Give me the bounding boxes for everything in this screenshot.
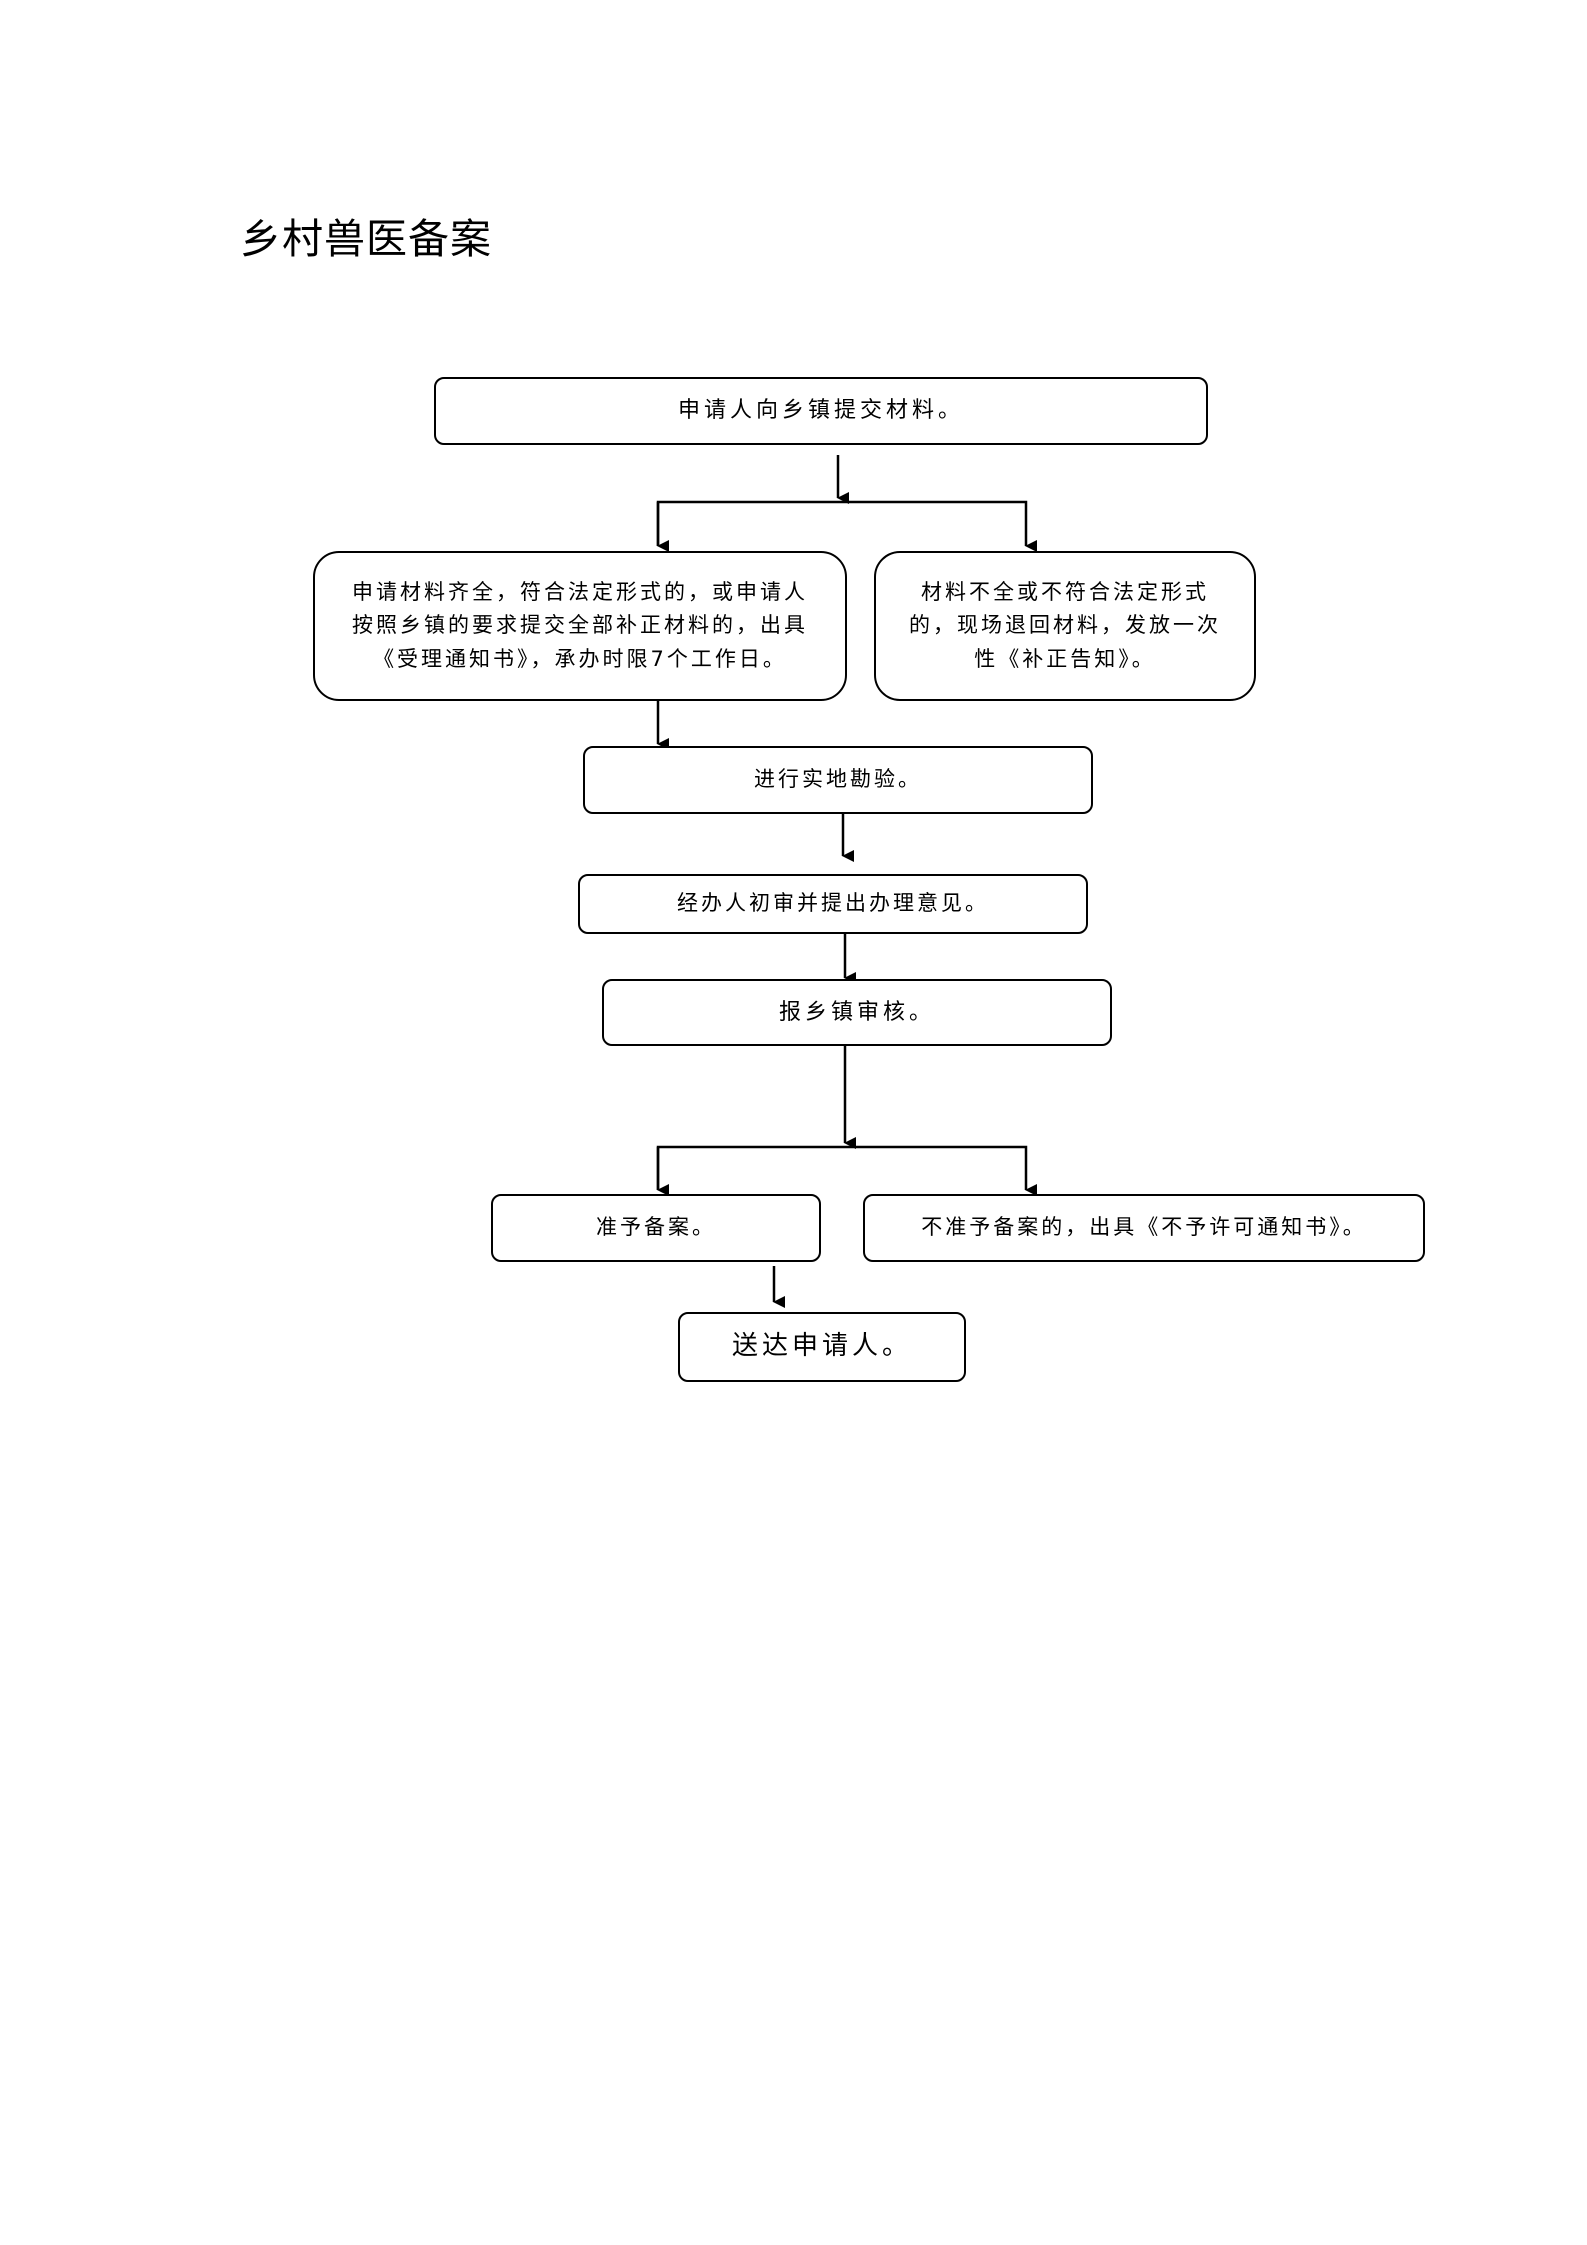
step-deny-text: 不准予备案的，出具《不予许可通知书》。 <box>921 1215 1367 1240</box>
step-accept-text: 申请材料齐全，符合法定形式的，或申请人按照乡镇的要求提交全部补正材料的，出具《受… <box>352 579 808 671</box>
step-inspect-text: 进行实地勘验。 <box>754 767 922 792</box>
step-reject-text: 材料不全或不符合法定形式的，现场退回材料，发放一次性《补正告知》。 <box>909 579 1221 671</box>
step-accept-box: 申请材料齐全，符合法定形式的，或申请人按照乡镇的要求提交全部补正材料的，出具《受… <box>313 551 847 701</box>
page-title: 乡村兽医备案 <box>240 215 492 263</box>
step-initial-review-box: 经办人初审并提出办理意见。 <box>578 874 1088 934</box>
step-deny-box: 不准予备案的，出具《不予许可通知书》。 <box>863 1194 1425 1262</box>
branch-connector-2 <box>656 1145 1037 1196</box>
branch-connector-1 <box>656 500 1037 552</box>
step-deliver-text: 送达申请人。 <box>731 1331 912 1362</box>
step-town-review-text: 报乡镇审核。 <box>778 999 935 1025</box>
step-inspect-box: 进行实地勘验。 <box>583 746 1093 814</box>
step-initial-review-text: 经办人初审并提出办理意见。 <box>677 891 989 916</box>
step-deliver-box: 送达申请人。 <box>678 1312 966 1382</box>
step-submit-text: 申请人向乡镇提交材料。 <box>677 398 964 424</box>
step-submit-box: 申请人向乡镇提交材料。 <box>434 377 1208 445</box>
step-approve-box: 准予备案。 <box>491 1194 821 1262</box>
step-town-review-box: 报乡镇审核。 <box>602 979 1112 1046</box>
step-reject-box: 材料不全或不符合法定形式的，现场退回材料，发放一次性《补正告知》。 <box>874 551 1256 701</box>
step-approve-text: 准予备案。 <box>596 1215 716 1240</box>
